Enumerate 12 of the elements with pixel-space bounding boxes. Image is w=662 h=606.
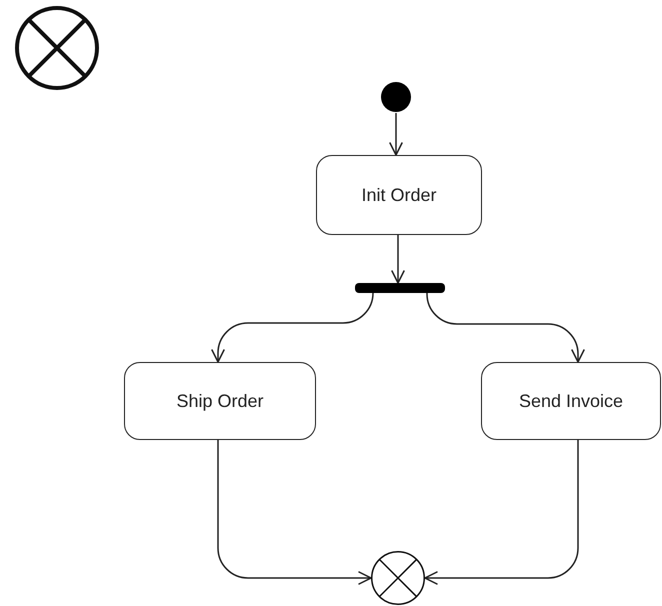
arrow	[391, 235, 405, 284]
arrow	[426, 292, 585, 363]
activity-box	[481, 362, 661, 440]
arrow	[424, 440, 579, 585]
arrow	[389, 113, 403, 156]
activity-box	[316, 155, 482, 235]
arrow	[211, 292, 374, 363]
activity-label: Ship Order	[176, 390, 264, 412]
activity-box	[124, 362, 316, 440]
activity-label: Send Invoice	[518, 390, 624, 412]
activity-label: Init Order	[361, 184, 437, 206]
arrow	[217, 440, 372, 585]
